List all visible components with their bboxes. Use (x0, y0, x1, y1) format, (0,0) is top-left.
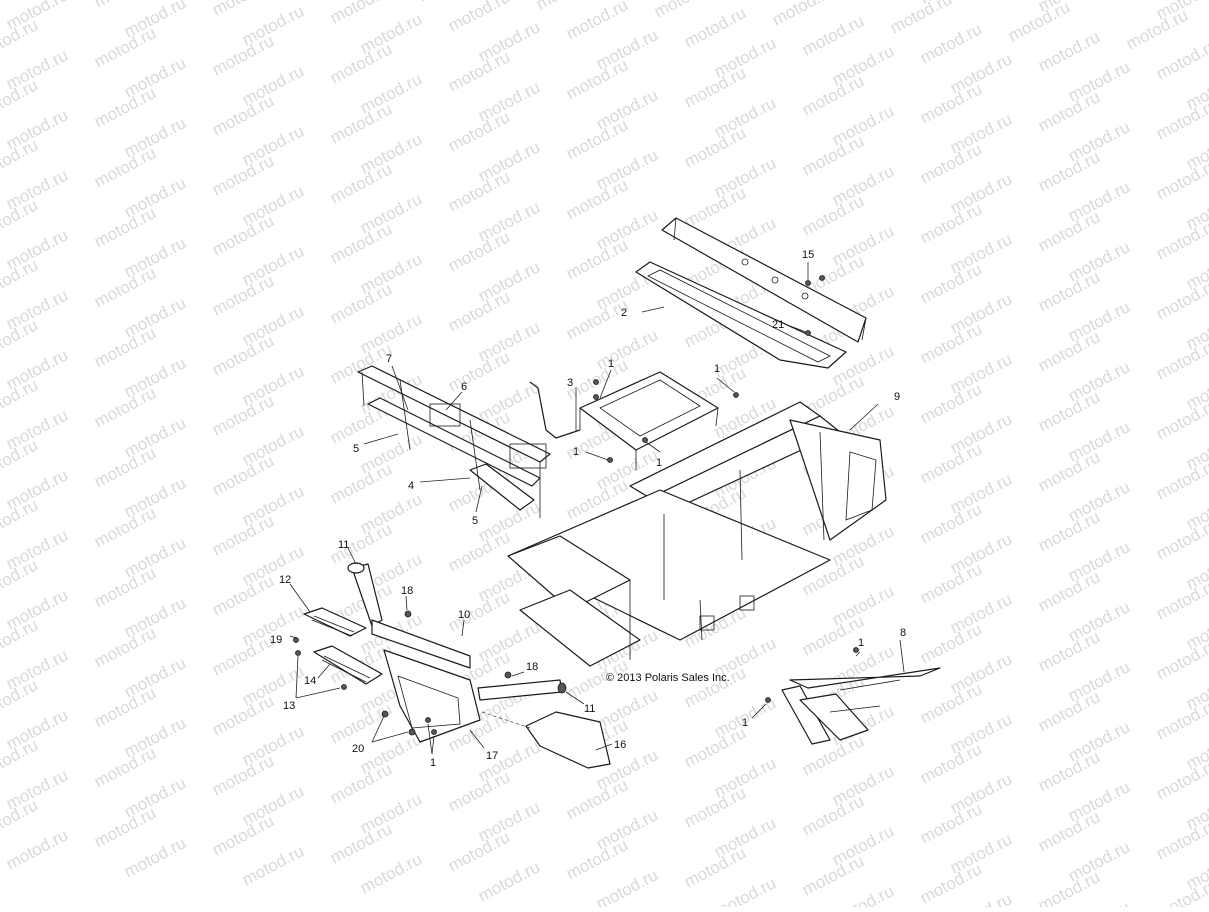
watermark-text: motod.ru (681, 3, 749, 51)
copyright-notice: © 2013 Polaris Sales Inc. (606, 672, 730, 684)
grille-lower (313, 645, 383, 685)
front-bumper (347, 562, 563, 743)
watermark-text: motod.ru (769, 0, 837, 30)
skid-plate (481, 711, 611, 769)
seat-base (529, 371, 719, 470)
main-chassis-frame (507, 401, 887, 667)
callout-15: 15 (802, 249, 814, 261)
callout-18-bottom: 18 (526, 661, 538, 673)
callout-3: 3 (567, 377, 573, 389)
watermark-text: motod.ru (1153, 155, 1209, 203)
watermark-text: motod.ru (1153, 515, 1209, 563)
watermark-text: motod.ru (1153, 95, 1209, 143)
fastener-markers (293, 275, 859, 736)
callout-21: 21 (772, 319, 784, 331)
watermark-text: motod.ru (887, 0, 955, 38)
rear-frame-extension (781, 667, 941, 745)
watermark-text: motod.ru (357, 849, 425, 897)
callout-11-bottom: 11 (584, 703, 595, 715)
watermark-text: motod.ru (799, 11, 867, 59)
watermark-text: motod.ru (239, 841, 307, 889)
watermark-text: motod.ru (3, 825, 71, 873)
callout-14: 14 (304, 675, 316, 687)
callout-11-top: 11 (338, 539, 349, 551)
callout-5-right: 5 (472, 515, 478, 527)
watermark-text: motod.ru (1153, 35, 1209, 83)
callout-7: 7 (386, 353, 392, 365)
callout-9: 9 (894, 391, 900, 403)
watermark-text: motod.ru (121, 833, 189, 881)
watermark-text: motod.ru (445, 0, 513, 36)
callout-labels: 15 2 21 3 1 1 1 1 9 7 6 5 4 5 11 12 18 1… (270, 249, 906, 769)
watermark-text: motod.ru (917, 19, 985, 67)
watermark-text: motod.ru (1153, 215, 1209, 263)
watermark-text: motod.ru (593, 865, 661, 907)
callout-17: 17 (486, 750, 498, 762)
watermark-text: motod.ru (1153, 695, 1209, 743)
callout-19: 19 (270, 634, 282, 646)
watermark-text: motod.ru (1153, 815, 1209, 863)
callout-1-bumper: 1 (430, 757, 436, 769)
callout-1-seat: 1 (608, 358, 614, 370)
callout-2: 2 (621, 307, 627, 319)
callout-1-rear-low: 1 (742, 717, 748, 729)
callout-5-left: 5 (353, 443, 359, 455)
callout-1-seat-front: 1 (573, 446, 579, 458)
callout-20: 20 (352, 743, 364, 755)
watermark-text: motod.ru (947, 889, 1015, 907)
callout-18-top: 18 (401, 585, 413, 597)
callout-16: 16 (614, 739, 626, 751)
front-bulkhead-frame (357, 365, 551, 518)
watermark-text: motod.ru (1153, 635, 1209, 683)
watermark-text: motod.ru (1153, 335, 1209, 383)
callout-10: 10 (458, 609, 470, 621)
leader-lines (289, 262, 905, 755)
watermark-text: motod.ru (1035, 27, 1103, 75)
watermark-text: motod.ru (1153, 275, 1209, 323)
callout-1-seat-side: 1 (656, 457, 662, 469)
grille-upper (303, 607, 367, 637)
callout-4: 4 (408, 480, 414, 492)
callout-13: 13 (283, 700, 295, 712)
watermark-text: motod.ru (829, 881, 897, 907)
cargo-bed-panel (635, 217, 867, 369)
watermark-text: motod.ru (563, 0, 631, 44)
watermark-text: motod.ru (711, 873, 779, 907)
callout-1-seat-rear: 1 (714, 363, 720, 375)
callout-1-rear: 1 (858, 637, 864, 649)
watermark-text: motod.ru (1153, 575, 1209, 623)
callout-8: 8 (900, 627, 906, 639)
watermark-text: motod.ru (209, 0, 277, 20)
watermark-text: motod.ru (651, 0, 719, 22)
watermark-text: motod.ru (475, 857, 543, 905)
watermark-text: motod.ru (1153, 755, 1209, 803)
callout-12: 12 (279, 574, 291, 586)
callout-6: 6 (461, 381, 467, 393)
watermark-text: motod.ru (327, 0, 395, 28)
watermark-text: motod.ru (1153, 395, 1209, 443)
watermark-text: motod.ru (1153, 455, 1209, 503)
